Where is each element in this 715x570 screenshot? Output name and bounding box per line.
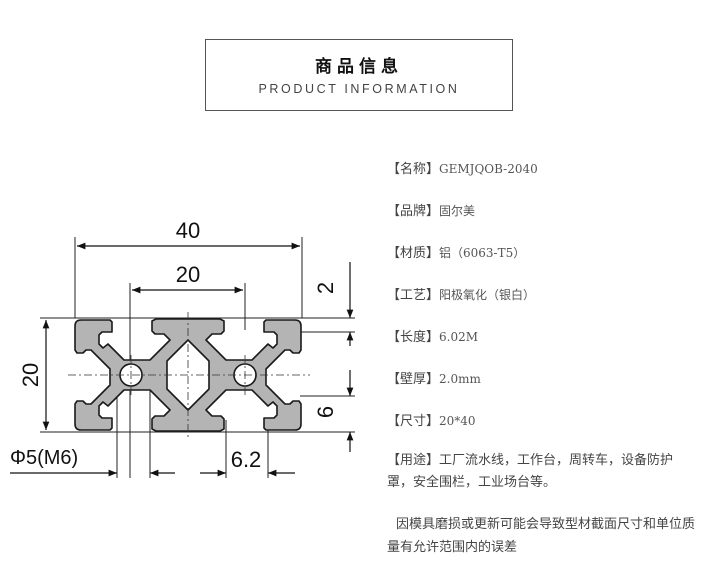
- spec-label: 【长度】: [387, 330, 440, 345]
- spec-row-material: 【材质】铝（6063-T5）: [387, 242, 525, 261]
- product-info-header: 商品信息 PRODUCT INFORMATION: [205, 39, 513, 111]
- dim-slot-width-label: 6.2: [231, 447, 262, 472]
- dim-width-label: 40: [176, 218, 200, 243]
- dim-center-label: 20: [176, 262, 200, 287]
- spec-row-size: 【尺寸】20*40: [387, 410, 476, 429]
- dim-height-label: 20: [18, 363, 43, 387]
- center-lines: [68, 312, 310, 438]
- dim-slot-label: 6: [313, 406, 338, 418]
- spec-value: 6.02M: [439, 330, 479, 344]
- spec-label: 【用途】: [387, 453, 440, 468]
- spec-label: 【壁厚】: [387, 372, 440, 387]
- spec-row-length: 【长度】6.02M: [387, 326, 478, 345]
- tolerance-note: 因模具磨损或更新可能会导致型材截面尺寸和单位质量有允许范围内的误差: [387, 517, 696, 555]
- spec-row-process: 【工艺】阳极氧化（银白）: [387, 284, 535, 303]
- spec-label: 【材质】: [387, 246, 440, 261]
- spec-value: GEMJQOB-2040: [439, 162, 538, 176]
- spec-row-wall-thickness: 【壁厚】2.0mm: [387, 368, 481, 387]
- spec-value: 固尔美: [439, 204, 476, 218]
- spec-label: 【品牌】: [387, 204, 440, 219]
- header-title: 商品信息: [315, 57, 403, 77]
- spec-label: 【名称】: [387, 162, 440, 177]
- dim-hole-label: Φ5(M6): [10, 447, 78, 469]
- profile-drawing: 40 20 20 2 6 6.2 Φ5(M6): [10, 218, 355, 478]
- spec-label: 【工艺】: [387, 288, 440, 303]
- dimension-lines: [10, 242, 354, 477]
- spec-value: 铝（6063-T5）: [439, 246, 526, 260]
- spec-value: 20*40: [439, 414, 476, 428]
- spec-value: 阳极氧化（银白）: [439, 288, 536, 302]
- spec-label: 【尺寸】: [387, 414, 440, 429]
- spec-value: 工厂流水线，工作台，周转车，设备防护罩，安全围栏，工业场台等。: [387, 453, 674, 490]
- header-subtitle: PRODUCT INFORMATION: [258, 82, 460, 96]
- spec-value: 2.0mm: [439, 372, 481, 386]
- spec-row-name: 【名称】GEMJQOB-2040: [387, 158, 538, 177]
- spec-row-brand: 【品牌】固尔美: [387, 200, 475, 219]
- dim-wall-label: 2: [313, 282, 338, 294]
- spec-row-usage: 【用途】工厂流水线，工作台，周转车，设备防护罩，安全围栏，工业场台等。: [387, 450, 692, 494]
